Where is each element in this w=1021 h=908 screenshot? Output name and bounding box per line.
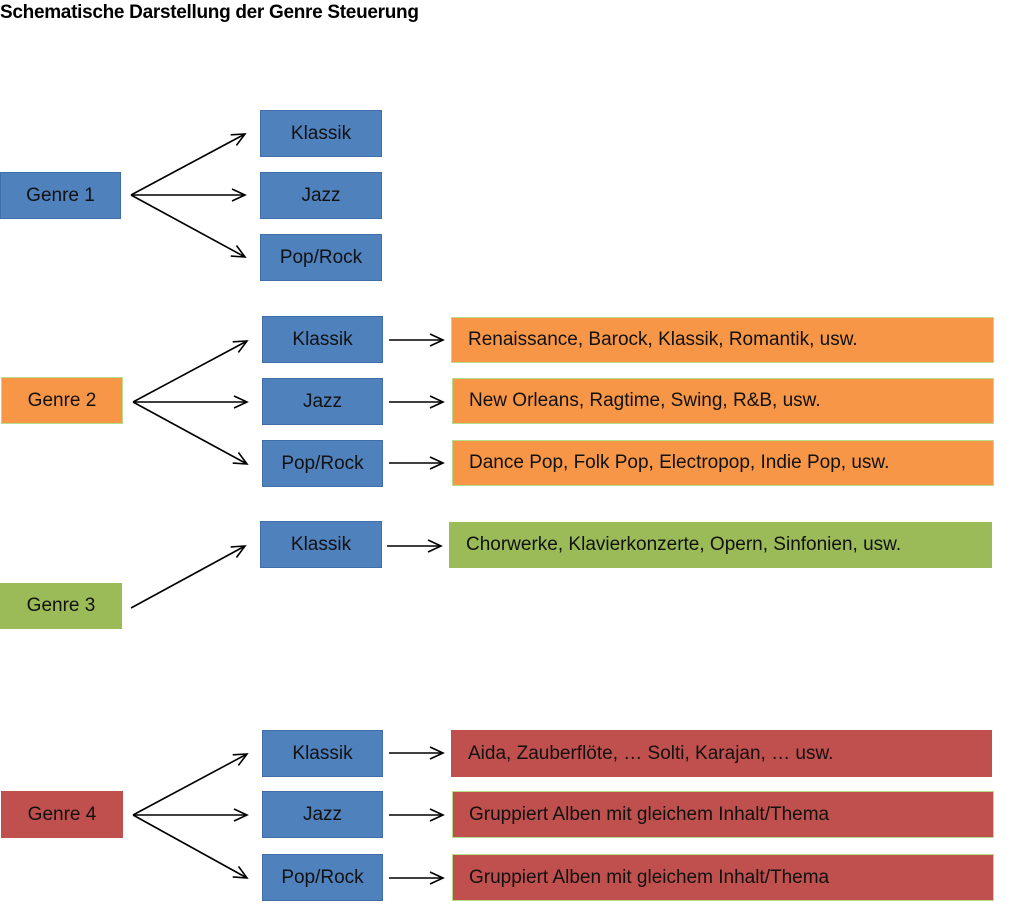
genre-2-jazz-box: Jazz [262, 378, 383, 425]
genre-4-detail-klassik: Aida, Zauberflöte, … Solti, Karajan, … u… [451, 730, 992, 777]
genre-2-detail-poprock: Dance Pop, Folk Pop, Electropop, Indie P… [452, 440, 994, 486]
genre-4-poprock-box: Pop/Rock [262, 854, 383, 901]
genre-1-box: Genre 1 [0, 172, 121, 219]
genre-4-detail-jazz: Gruppiert Alben mit gleichem Inhalt/Them… [452, 791, 994, 838]
arrow-genre2-klassik [132, 340, 249, 403]
genre-3-box: Genre 3 [0, 583, 122, 629]
arrow-genre4-klassik [132, 753, 249, 816]
genre-3-detail-klassik: Chorwerke, Klavierkonzerte, Opern, Sinfo… [449, 522, 992, 568]
genre-2-detail-jazz: New Orleans, Ragtime, Swing, R&B, usw. [452, 378, 994, 424]
genre-2-poprock-box: Pop/Rock [262, 440, 383, 487]
genre-1-jazz-box: Jazz [260, 172, 382, 219]
arrow-genre1-klassik [130, 133, 247, 196]
diagram-title: Schematische Darstellung der Genre Steue… [0, 2, 419, 23]
genre-1-klassik-box: Klassik [260, 110, 382, 157]
genre-3-klassik-box: Klassik [260, 521, 382, 568]
genre-4-jazz-box: Jazz [262, 791, 383, 838]
arrow-genre4-poprock [132, 814, 249, 879]
arrow-genre2-poprock [132, 401, 249, 465]
arrow-genre3-klassik [130, 545, 247, 609]
genre-4-klassik-box: Klassik [262, 730, 383, 777]
genre-1-poprock-box: Pop/Rock [260, 234, 382, 281]
genre-2-box: Genre 2 [1, 377, 123, 424]
genre-4-box: Genre 4 [1, 791, 123, 838]
genre-2-detail-klassik: Renaissance, Barock, Klassik, Romantik, … [451, 317, 994, 363]
genre-2-klassik-box: Klassik [262, 316, 383, 363]
arrow-genre1-poprock [130, 194, 247, 258]
genre-4-detail-poprock: Gruppiert Alben mit gleichem Inhalt/Them… [452, 854, 994, 901]
